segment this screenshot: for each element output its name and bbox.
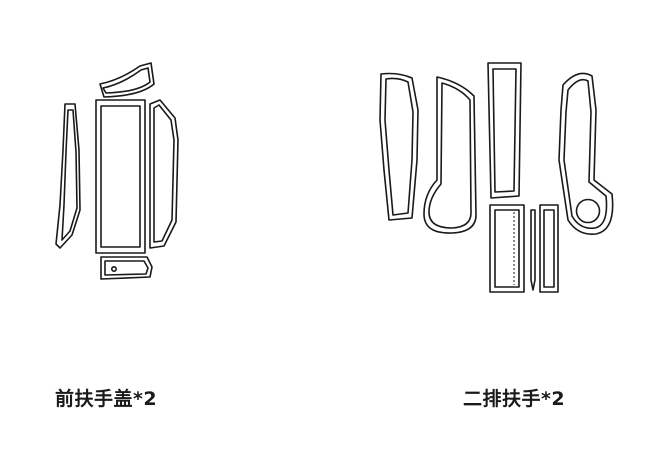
front-armrest-caption: 前扶手盖*2 [55, 388, 158, 410]
front-right-side-piece [149, 99, 179, 249]
front-armrest-pieces [55, 62, 179, 280]
second-row-armrest-caption: 二排扶手*2 [463, 388, 566, 410]
second-right-hole-piece [558, 72, 614, 236]
front-bottom-cap-piece [100, 256, 153, 280]
second-row-armrest-pieces [379, 62, 614, 293]
second-tall-panel-piece [487, 62, 522, 199]
front-left-strip-piece [55, 103, 81, 249]
front-top-tab-piece [99, 62, 155, 98]
second-left-strip-piece [379, 72, 419, 221]
second-boot-piece [423, 76, 477, 234]
second-narrow-strip-piece [530, 204, 559, 293]
second-lower-wide-piece [489, 204, 525, 293]
front-center-panel-piece [95, 99, 146, 254]
